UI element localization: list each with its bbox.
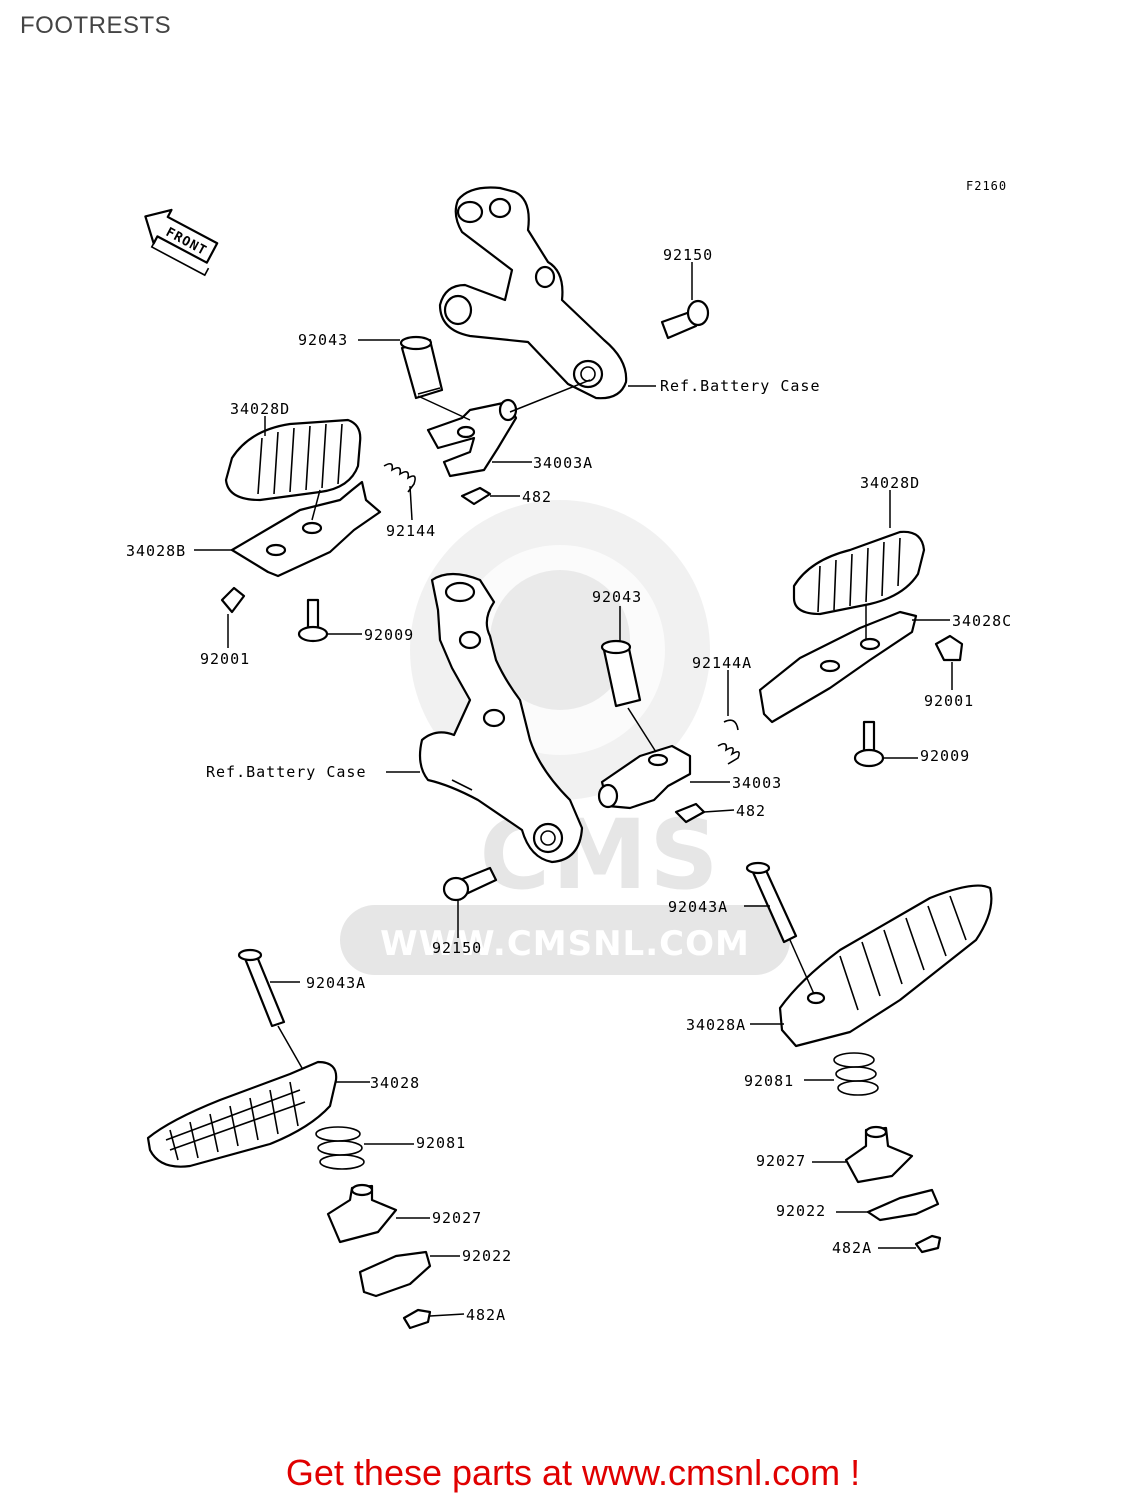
leader-lines	[194, 262, 953, 1317]
clip-482-upper	[460, 486, 492, 506]
callout-label: 92043A	[306, 974, 366, 992]
callout-label: 92001	[200, 650, 250, 668]
clip-482a-right	[914, 1234, 942, 1254]
callout-label: 34003A	[533, 454, 593, 472]
bracket-34028c	[758, 610, 918, 724]
callout-label: 34003	[732, 774, 782, 792]
page-title: FOOTRESTS	[20, 12, 172, 39]
plate-92022-right	[866, 1188, 940, 1222]
upper-bracket	[438, 186, 628, 400]
plate-92022-left	[358, 1250, 432, 1298]
rubber-34028d-right	[792, 530, 926, 616]
callout-label: 92009	[920, 747, 970, 765]
pin-92043-center	[600, 639, 642, 708]
callout-label: 92150	[663, 246, 713, 264]
callout-label: 34028	[370, 1074, 420, 1092]
callout-label: 34028C	[952, 612, 1012, 630]
detent-92027-right	[844, 1125, 914, 1184]
spring-92081-left	[315, 1126, 365, 1170]
callout-label: 482A	[466, 1306, 506, 1324]
callout-label: Ref.Battery Case	[206, 763, 367, 781]
callout-label: 482	[522, 488, 552, 506]
callout-label: 92081	[744, 1072, 794, 1090]
bracket-34028b	[230, 480, 382, 578]
callout-label: 34028A	[686, 1016, 746, 1034]
callout-label: 92027	[756, 1152, 806, 1170]
callouts: 92150 92043 Ref.Battery Case 34028D 3400…	[126, 246, 1012, 1324]
center-bracket	[418, 572, 584, 864]
watermark-url: WWW.CMSNL.COM	[380, 924, 750, 964]
callout-label: 92081	[416, 1134, 466, 1152]
pin-92043-upper	[399, 335, 444, 400]
rubber-34028d-left	[224, 418, 362, 502]
callout-label: 34028D	[860, 474, 920, 492]
bolt-92009-left	[297, 598, 329, 643]
callout-label: 92022	[462, 1247, 512, 1265]
detent-92027-left	[326, 1183, 398, 1244]
callout-label: 92009	[364, 626, 414, 644]
footer-link[interactable]: Get these parts at www.cmsnl.com !	[285, 1452, 861, 1493]
bolt-92009-right	[853, 720, 885, 768]
watermark-logo: CMS WWW.CMSNL.COM	[340, 500, 790, 975]
figure-code: F2160	[966, 179, 1007, 193]
bolt-92150-upper	[660, 299, 710, 340]
parts-diagram: CMS WWW.CMSNL.COM F2160 FRONT	[126, 179, 1012, 1330]
callout-label: 92043	[298, 331, 348, 349]
screw-92001-left	[220, 586, 246, 614]
hinge-34003a	[426, 398, 518, 478]
clip-482a-left	[402, 1308, 432, 1330]
callout-label: 92027	[432, 1209, 482, 1227]
bolt-92150-lower	[442, 866, 498, 902]
footpeg-34028a	[778, 884, 993, 1048]
pin-92043a-right	[745, 861, 798, 944]
callout-label: 92022	[776, 1202, 826, 1220]
callout-label: 34028B	[126, 542, 186, 560]
callout-label: 92144A	[692, 654, 752, 672]
callout-label: 482A	[832, 1239, 872, 1257]
callout-label: 34028D	[230, 400, 290, 418]
callout-label: 482	[736, 802, 766, 820]
screw-92001-right	[934, 634, 964, 662]
spring-92081-right	[833, 1052, 879, 1096]
spring-92144	[383, 462, 416, 493]
pin-92043a-left	[237, 948, 286, 1028]
footpeg-34028	[146, 1060, 338, 1168]
callout-label: 92043A	[668, 898, 728, 916]
callout-label: 92043	[592, 588, 642, 606]
spring-92144a	[717, 719, 740, 765]
callout-label: 92001	[924, 692, 974, 710]
callout-label: 92144	[386, 522, 436, 540]
front-arrow-icon: FRONT	[144, 208, 219, 277]
callout-label: Ref.Battery Case	[660, 377, 821, 395]
callout-label: 92150	[432, 939, 482, 957]
